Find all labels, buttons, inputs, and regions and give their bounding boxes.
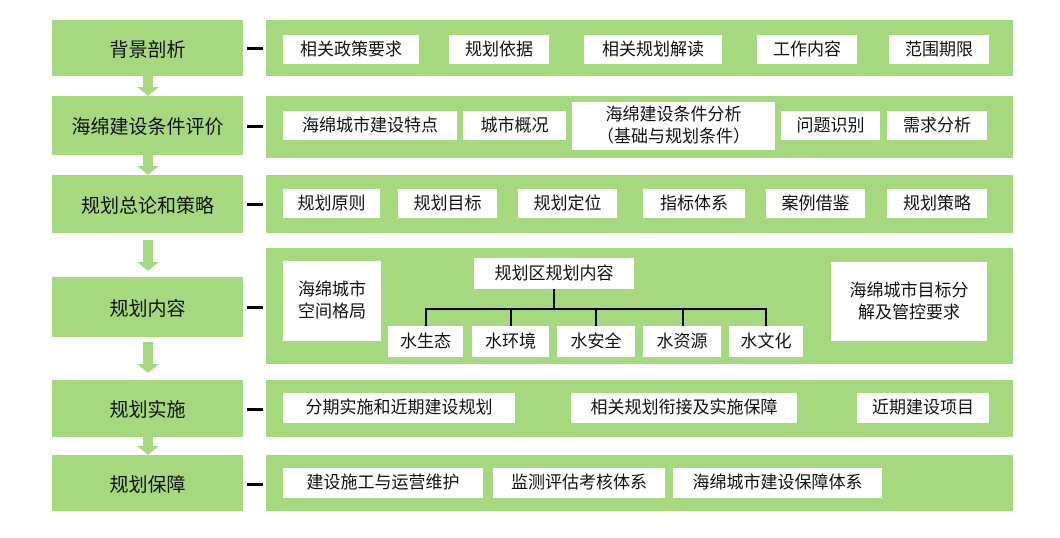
connector-line xyxy=(247,408,263,411)
item-box: 需求分析 xyxy=(887,111,987,140)
item-box: 相关规划衔接及实施保障 xyxy=(571,393,797,423)
item-box: 建设施工与运营维护 xyxy=(283,468,483,498)
stage-strategy: 规划总论和策略 xyxy=(52,175,243,233)
item-box: 工作内容 xyxy=(757,35,857,64)
item-box: 海绵城市建设保障体系 xyxy=(673,468,882,498)
tree-line xyxy=(595,308,597,326)
stage-label: 背景剖析 xyxy=(109,38,186,61)
item-line: 空间格局 xyxy=(298,302,366,322)
item-line: 海绵城市目标分 xyxy=(849,280,969,301)
stage-label: 规划保障 xyxy=(109,473,186,496)
item-box: 规划原则 xyxy=(283,189,380,218)
connector-line xyxy=(247,47,263,50)
connector-line xyxy=(247,483,263,486)
item-line: 海绵建设条件分析 xyxy=(605,105,742,125)
item-box: 近期建设项目 xyxy=(857,393,989,423)
stage-content: 规划内容 xyxy=(52,277,243,337)
item-line: 海绵城市 xyxy=(298,280,366,300)
item-box: 相关政策要求 xyxy=(283,35,419,64)
item-box: 相关规划解读 xyxy=(584,35,722,64)
tree-line xyxy=(682,308,684,326)
item-box: 海绵城市建设特点 xyxy=(283,111,457,140)
item-box: 海绵建设条件分析 （基础与规划条件） xyxy=(572,102,775,150)
stage-label: 规划总论和策略 xyxy=(80,194,214,217)
item-box: 规划定位 xyxy=(518,189,617,218)
item-box: 监测评估考核体系 xyxy=(493,468,665,498)
tree-line xyxy=(553,289,555,309)
stage-background: 背景剖析 xyxy=(52,20,243,76)
connector-line xyxy=(247,306,263,309)
item-box: 规划依据 xyxy=(449,35,549,64)
item-box: 海绵城市 空间格局 xyxy=(283,261,381,341)
item-line: （基础与规划条件） xyxy=(597,127,750,147)
item-box: 规划策略 xyxy=(887,189,987,218)
tree-root-box: 规划区规划内容 xyxy=(474,258,634,289)
item-box: 案例借鉴 xyxy=(766,189,865,218)
tree-child-box: 水安全 xyxy=(557,326,635,357)
tree-child-box: 水生态 xyxy=(388,326,463,357)
item-box: 范围期限 xyxy=(889,35,989,64)
item-box: 问题识别 xyxy=(781,111,880,140)
stage-conditions: 海绵建设条件评价 xyxy=(52,96,243,155)
tree-child-box: 水文化 xyxy=(729,326,803,357)
tree-line xyxy=(425,308,427,326)
tree-child-box: 水资源 xyxy=(643,326,721,357)
stage-guarantee: 规划保障 xyxy=(52,455,243,511)
stage-label: 规划实施 xyxy=(109,399,186,421)
stage-implementation: 规划实施 xyxy=(52,380,243,437)
tree-line xyxy=(765,308,767,326)
stage-label: 规划内容 xyxy=(109,297,186,320)
tree-line xyxy=(510,308,512,326)
tree-child-box: 水环境 xyxy=(472,326,549,357)
stage-label: 海绵建设条件评价 xyxy=(71,116,224,138)
item-box: 海绵城市目标分 解及管控要求 xyxy=(831,262,987,341)
item-box: 指标体系 xyxy=(643,189,745,218)
item-box: 城市概况 xyxy=(463,111,566,140)
item-box: 分期实施和近期建设规划 xyxy=(283,393,515,423)
item-line: 解及管控要求 xyxy=(858,302,960,323)
item-box: 规划目标 xyxy=(398,189,497,218)
connector-line xyxy=(247,203,263,206)
connector-line xyxy=(247,125,263,128)
